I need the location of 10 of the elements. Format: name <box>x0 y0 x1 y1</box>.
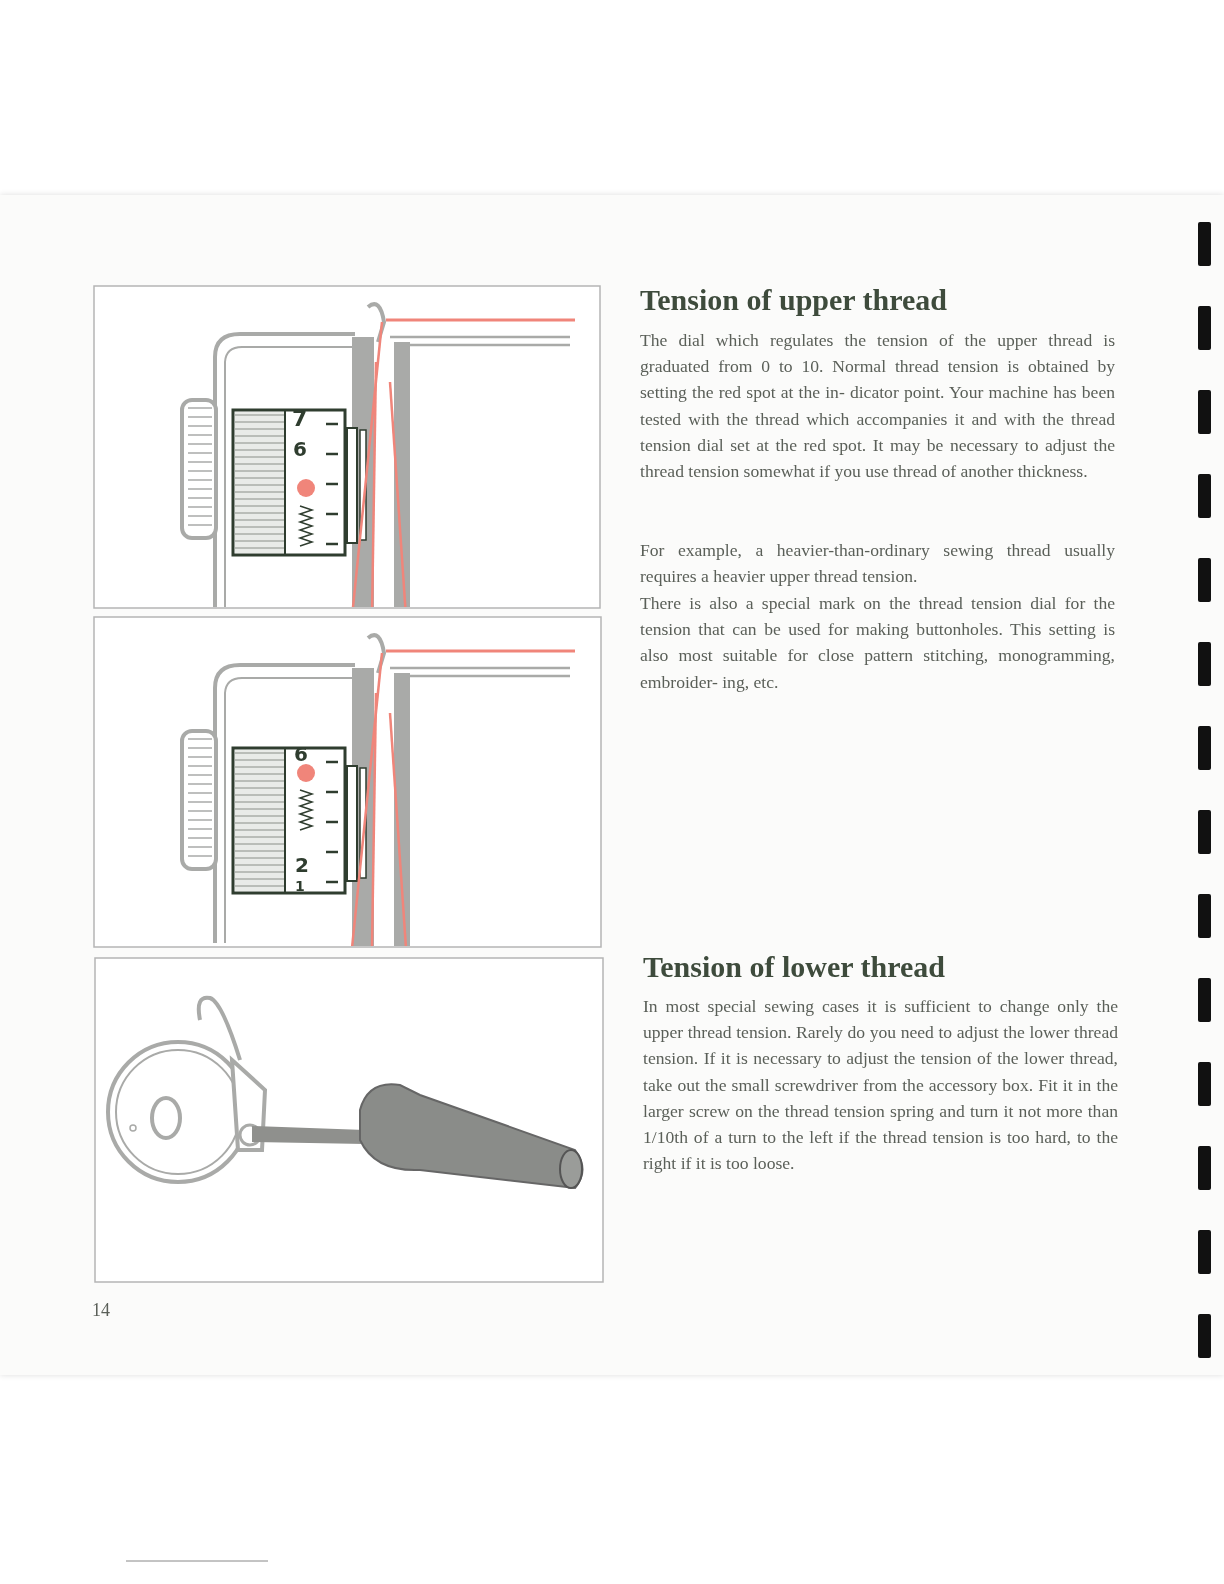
body-paragraph: There is also a special mark on the thread tension dial for the tension that can be used for making buttonholes. This setting is also most suitable for close pattern stitching, monogramming, embroider- ing, etc. <box>640 592 1115 694</box>
section-heading: Tension of lower thread <box>643 950 945 984</box>
body-paragraph: In most special sewing cases it is sufficient to change only the upper thread tension. Rarely do you need to adjust the lower thread tension. If it is necessary to adjust the tension of the lower thread, take out the small screwdriver from the accessory box. Fit it in the larger screw on the thread tension spring and turn it not more than 1/10th of a turn to the left if the thread tension is too hard, to the right if it is too loose. <box>643 995 1118 1176</box>
dial-number: 2 <box>295 855 309 875</box>
body-paragraph: For example, a heavier-than-ordinary sewing thread usually requires a heavier upper thread tension. <box>640 539 1115 589</box>
page-number: 14 <box>92 1299 110 1322</box>
dial-number: 6 <box>293 439 307 459</box>
dial-number: 1 <box>295 877 305 896</box>
section-heading: Tension of upper thread <box>640 283 948 317</box>
body-paragraph: The dial which regulates the tension of the upper thread is graduated from 0 to 10. Normal thread tension is obtained by setting the red spot at the in- dicator point. Your machine has been tested with the thread which accompanies it and with the thread tension dial set at the red spot. It may be necessary to adjust the thread tension somewhat if you use thread of another thickness. <box>640 329 1115 483</box>
